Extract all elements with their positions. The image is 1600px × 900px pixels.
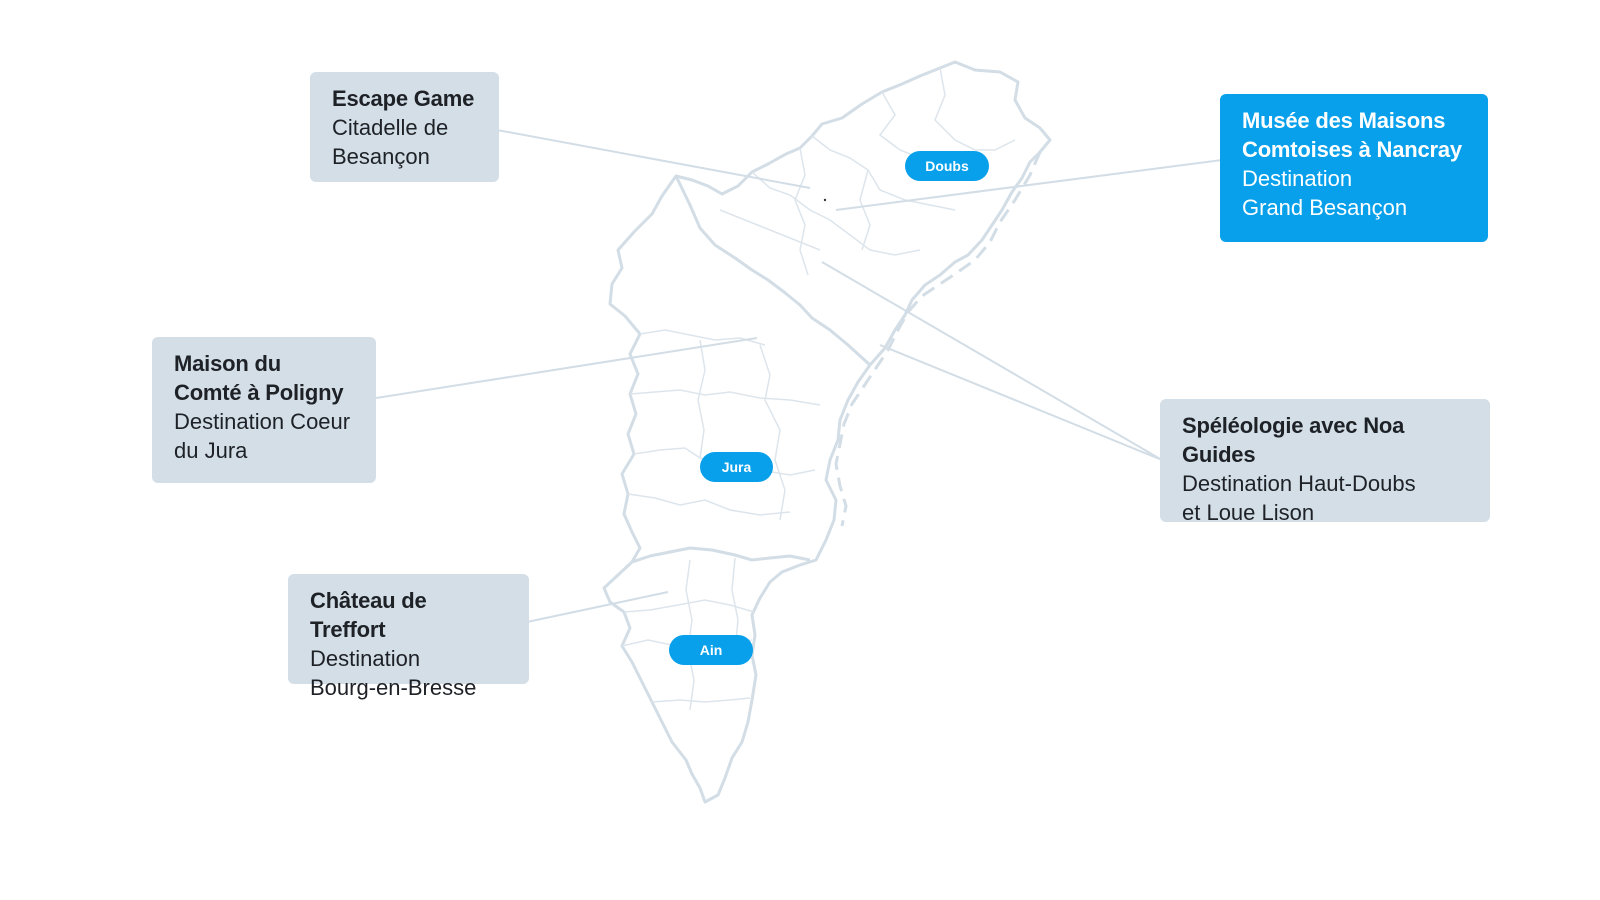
card-title: Spéléologie avec Noa Guides [1182, 413, 1405, 467]
card-line: Besançon [332, 144, 430, 169]
card-line: Citadelle de [332, 115, 449, 140]
region-pill-jura: Jura [700, 452, 773, 482]
card-title: Château de Treffort [310, 588, 427, 642]
leader-escape-game [496, 129, 811, 189]
card-title: Escape Game [332, 86, 475, 111]
border-doubs-jura [674, 175, 872, 367]
leader-chateau-treffort [526, 591, 669, 623]
card-line: Grand Besançon [1242, 195, 1408, 220]
card-escape-game[interactable]: Escape Game Citadelle de Besançon [310, 72, 499, 182]
card-line: Destination Haut-Doubs [1182, 471, 1416, 496]
card-maison-du-comte[interactable]: Maison du Comté à Poligny Destination Co… [152, 337, 376, 483]
leader-maison-du-comte [375, 337, 758, 399]
dashed-border [834, 151, 1042, 527]
card-line: Destination Coeur [174, 409, 351, 434]
region-pill-doubs: Doubs [905, 151, 989, 181]
leader-speleologie-b [879, 344, 1163, 461]
card-line: Destination [1242, 166, 1353, 191]
card-title: Musée des Maisons Comtoises à Nancray [1242, 108, 1462, 162]
location-dot [823, 198, 827, 202]
card-musee-maisons-comtoises[interactable]: Musée des Maisons Comtoises à Nancray De… [1220, 94, 1488, 242]
map-outline [602, 60, 1052, 804]
card-line: et Loue Lison [1182, 500, 1315, 525]
card-chateau-treffort[interactable]: Château de Treffort Destination Bourg-en… [288, 574, 529, 700]
card-line: Bourg-en-Bresse [310, 675, 477, 700]
region-pill-ain: Ain [669, 635, 753, 665]
border-jura-ain [631, 546, 811, 564]
leader-speleologie-a [821, 261, 1163, 461]
card-title: Maison du Comté à Poligny [174, 351, 344, 405]
leader-musee-maisons-comtoises [835, 159, 1223, 211]
card-speleologie[interactable]: Spéléologie avec Noa Guides Destination … [1160, 399, 1490, 525]
card-line: du Jura [174, 438, 248, 463]
card-line: Destination [310, 646, 421, 671]
leader-lines [375, 129, 1223, 623]
